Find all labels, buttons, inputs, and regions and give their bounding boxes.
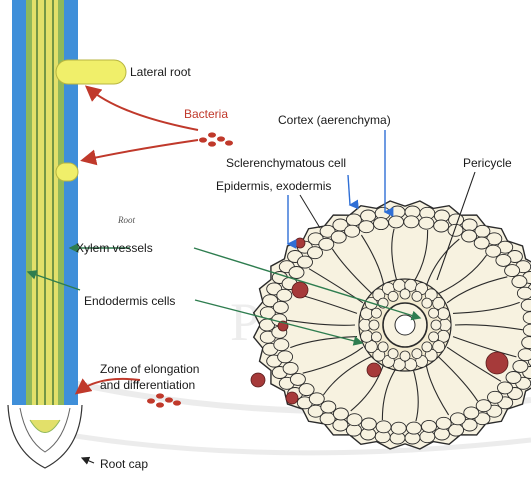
bacteria-arrow-lateral [88, 88, 198, 130]
epidermal-cell [406, 422, 421, 434]
epidermal-cell [321, 401, 336, 413]
epidermal-cell [513, 360, 528, 372]
label-sclerenchymatous-cell: Sclerenchymatous cell [226, 156, 346, 170]
stele-cell [378, 342, 388, 352]
label-root: Root [117, 215, 135, 225]
epidermal-cell [298, 256, 313, 268]
epidermal-cell [319, 238, 334, 250]
label-pericycle: Pericycle [463, 156, 512, 170]
label-epidermis: Epidermis, exodermis [216, 179, 331, 193]
epidermal-cell [462, 219, 477, 231]
stele-cell [412, 349, 422, 359]
epidermal-cell [389, 216, 404, 228]
epidermal-cell [476, 400, 491, 412]
stele-cell [369, 320, 379, 330]
epidermal-cell [419, 217, 434, 229]
epidermal-cell [462, 230, 477, 242]
stele-cell [361, 330, 373, 342]
label-zone-line2: and differentiation [100, 378, 195, 392]
stele-cell [412, 291, 422, 301]
stele-cell [400, 351, 410, 361]
label-endodermis: Endodermis cells [84, 294, 175, 308]
bacteria-cluster-top [199, 132, 233, 146]
label-xylem: Xylem vessels [76, 241, 153, 255]
epidermal-cell [290, 373, 305, 385]
stele-cell [400, 289, 410, 299]
epidermal-cell [277, 289, 292, 301]
epidermal-cell [506, 372, 521, 384]
label-root-cap: Root cap [100, 457, 148, 471]
epidermal-cell [273, 301, 288, 313]
stele-cell [371, 308, 381, 318]
epidermal-cell [518, 349, 531, 361]
epidermal-cell [278, 351, 293, 363]
label-bacteria: Bacteria [184, 107, 228, 121]
epidermal-cell [283, 362, 298, 374]
stele-cell [431, 320, 441, 330]
epidermal-cell [333, 419, 348, 431]
stele-cell [437, 308, 449, 320]
root-cap-leader [82, 458, 94, 463]
epidermal-cell [376, 421, 391, 433]
stele-cell [429, 308, 439, 318]
epidermal-cell [299, 384, 314, 396]
lateral-root-shape [56, 60, 126, 84]
epidermal-cell [359, 221, 374, 233]
epidermal-cell [517, 287, 531, 299]
sclerenchymatous-cell-mark [251, 373, 265, 387]
stele-cell [422, 342, 432, 352]
epidermal-cell [404, 216, 419, 228]
epidermal-cell [521, 299, 531, 311]
stele-cell [422, 298, 432, 308]
label-lateral-root: Lateral root [130, 65, 191, 79]
sclerenchymatous-cell-mark [292, 282, 308, 298]
epidermal-cell [474, 237, 489, 249]
label-cortex: Cortex (aerenchyma) [278, 113, 391, 127]
epidermal-cell [374, 218, 389, 230]
stele-cell [371, 332, 381, 342]
sclerenchyma-leader [348, 175, 350, 205]
longitudinal-root [8, 0, 126, 468]
epidermal-cell [434, 220, 449, 232]
sclerenchymatous-cell-mark [486, 352, 508, 374]
epidermal-cell [464, 407, 479, 419]
epidermal-cell [331, 231, 346, 243]
epidermal-cell [361, 418, 376, 430]
epidermal-cell [274, 339, 289, 351]
root-cap-shape [8, 405, 82, 468]
epidermal-cell [488, 391, 503, 403]
pith [395, 315, 415, 335]
stele-cell [429, 332, 439, 342]
epidermal-cell [496, 254, 511, 266]
bacteria-arrow-emerging [84, 140, 198, 160]
epidermal-cell [512, 276, 527, 288]
epidermal-cell [391, 422, 406, 434]
sclerenchymatous-cell-mark [295, 238, 305, 248]
epidermal-cell [422, 420, 437, 432]
epidermal-cell [434, 428, 449, 440]
stele-cell [388, 291, 398, 301]
exodermis-leader [300, 195, 320, 228]
epidermal-cell [505, 265, 520, 277]
epidermal-cell [308, 247, 323, 259]
epidermal-cell [333, 408, 348, 420]
emerging-lateral-root [56, 163, 78, 181]
epidermal-cell [347, 414, 362, 426]
epidermal-cell [345, 225, 360, 237]
epidermal-cell [436, 417, 451, 429]
epidermal-cell [289, 267, 304, 279]
epidermal-cell [498, 382, 513, 394]
epidermal-cell [450, 413, 465, 425]
sclerenchymatous-cell-mark [367, 363, 381, 377]
label-zone-line1: Zone of elongation [100, 362, 199, 376]
sclerenchymatous-cell-mark [286, 392, 298, 404]
stele-cell [388, 349, 398, 359]
epidermal-cell [361, 210, 376, 222]
